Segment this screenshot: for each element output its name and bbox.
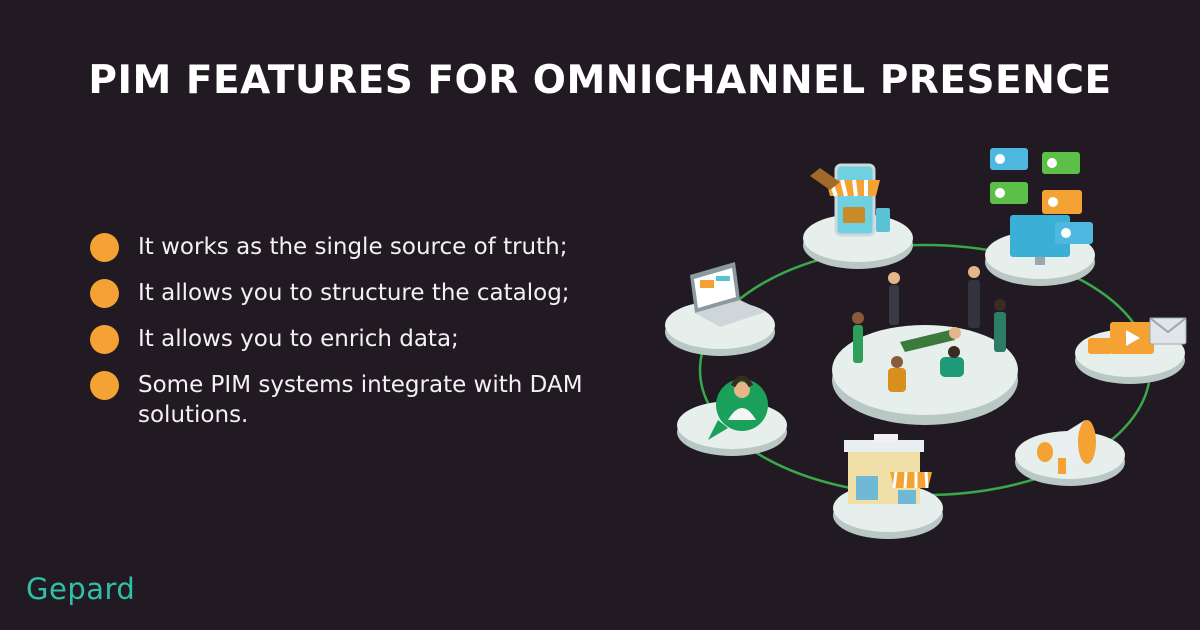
bullet-dot-icon — [90, 325, 119, 354]
list-item: It allows you to structure the catalog; — [90, 278, 650, 308]
team-people-icon — [832, 266, 1018, 425]
online-store-phone-icon — [803, 163, 913, 269]
list-item-text: It allows you to structure the catalog; — [138, 280, 570, 306]
list-item: It works as the single source of truth; — [90, 232, 650, 262]
support-agent-icon — [677, 375, 787, 456]
list-item: It allows you to enrich data; — [90, 324, 650, 354]
omnichannel-illustration — [665, 148, 1187, 539]
storefront-icon — [833, 434, 943, 539]
review-chat-screen-icon — [985, 148, 1095, 286]
list-item-text: It works as the single source of truth; — [138, 234, 568, 260]
page-title: PIM FEATURES FOR OMNICHANNEL PRESENCE — [88, 58, 1112, 103]
list-item: Some PIM systems integrate with DAM solu… — [90, 370, 650, 430]
bullet-dot-icon — [90, 371, 119, 400]
email-video-icon — [1075, 317, 1187, 384]
bullet-dot-icon — [90, 233, 119, 262]
laptop-icon — [665, 262, 775, 356]
bullet-dot-icon — [90, 279, 119, 308]
megaphone-icon — [1015, 420, 1125, 486]
gepard-logo: Gepard — [26, 572, 136, 606]
list-item-text: It allows you to enrich data; — [138, 326, 459, 352]
list-item-text: Some PIM systems integrate with DAM solu… — [138, 372, 583, 428]
feature-list: It works as the single source of truth; … — [90, 232, 650, 446]
